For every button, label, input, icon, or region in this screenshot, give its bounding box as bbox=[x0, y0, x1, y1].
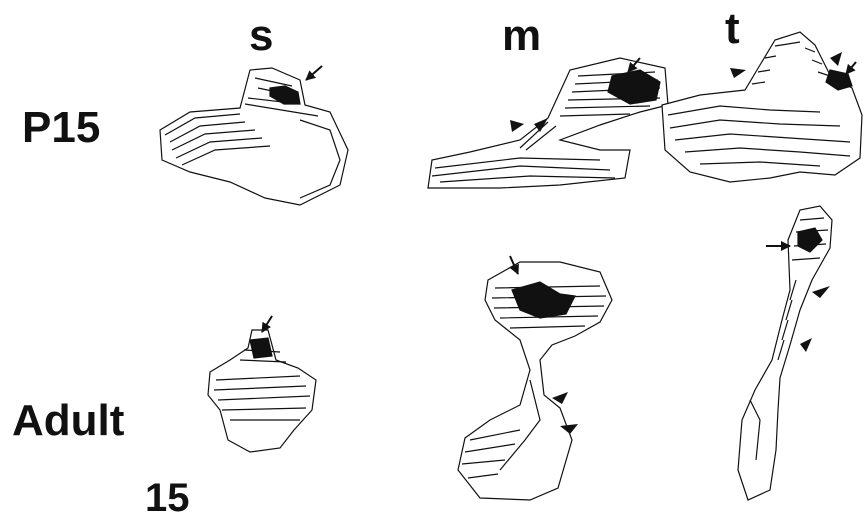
arrow-icon bbox=[846, 62, 856, 74]
arrowhead-icon bbox=[552, 392, 568, 404]
reconstruction-adult-s bbox=[208, 330, 316, 452]
reconstruction-p15-m bbox=[428, 58, 668, 188]
arrowhead-icon bbox=[812, 286, 830, 298]
arrowhead-icon bbox=[730, 68, 746, 78]
arrowhead-icon bbox=[830, 52, 842, 66]
arrowhead-icon bbox=[800, 338, 812, 352]
reconstruction-adult-m bbox=[458, 262, 612, 500]
arrowhead-icon bbox=[510, 120, 524, 132]
arrow-icon bbox=[306, 66, 322, 80]
reconstruction-p15-s bbox=[160, 68, 348, 205]
reconstruction-adult-t bbox=[738, 206, 832, 500]
reconstruction-p15-t bbox=[662, 32, 862, 182]
